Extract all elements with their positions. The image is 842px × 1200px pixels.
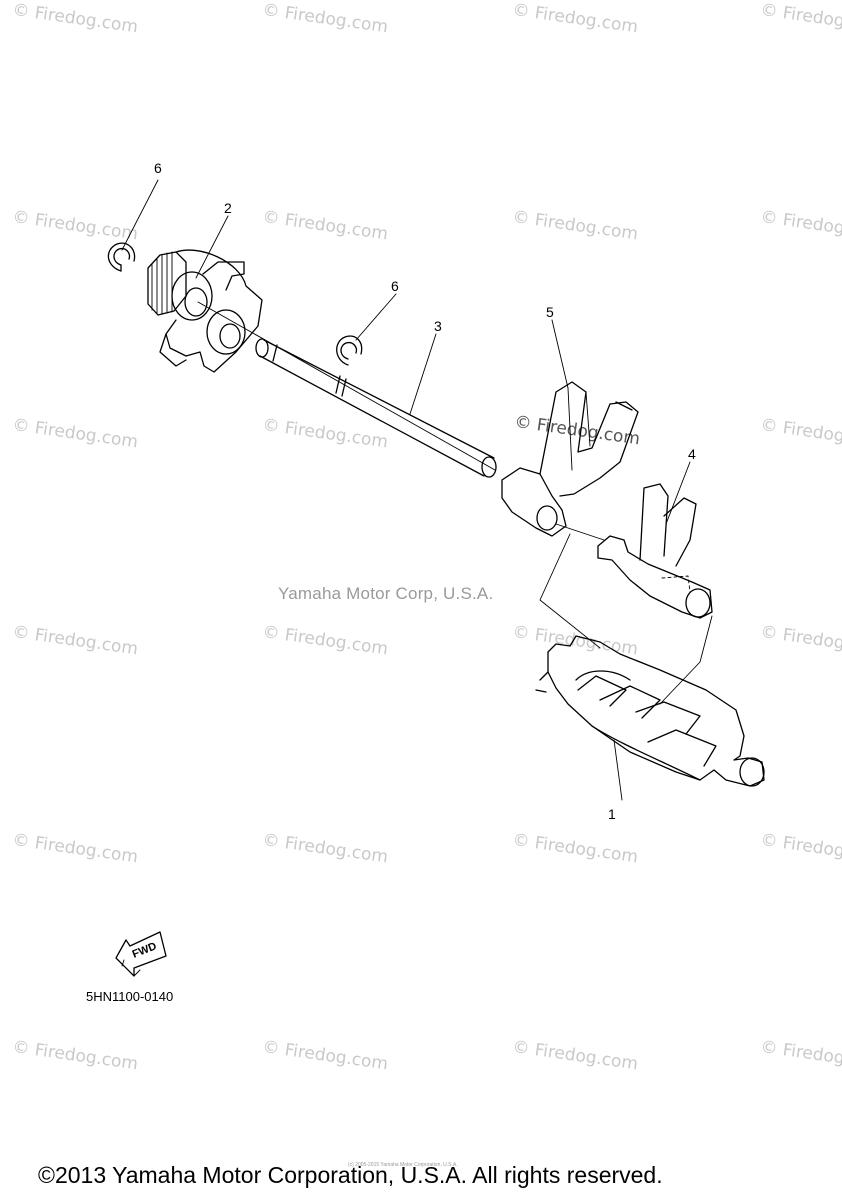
circlip-middle [336, 335, 363, 366]
copyright-footer: ©2013 Yamaha Motor Corporation, U.S.A. A… [38, 1162, 663, 1188]
callout-3: 3 [434, 318, 442, 334]
drawing-code: 5HN1100-0140 [86, 989, 174, 1004]
callout-5: 5 [546, 304, 554, 320]
fwd-arrow [115, 931, 167, 977]
tiny-notice: (c) 2005-2015 Yamaha Motor Corporation, … [348, 1162, 458, 1168]
shift-fork-4 [597, 483, 713, 619]
callout-1: 1 [608, 806, 616, 822]
shift-guide-rod [255, 338, 497, 478]
callout-2: 2 [224, 200, 232, 216]
shift-segment-assembly [147, 249, 263, 373]
circlip-left [107, 242, 136, 272]
callout-6-middle: 6 [391, 278, 399, 294]
callout-4: 4 [688, 446, 696, 462]
shift-drum [535, 635, 765, 787]
brand-watermark: Yamaha Motor Corp, U.S.A. [278, 584, 494, 603]
shift-fork-5 [501, 381, 639, 537]
leader-lines [121, 179, 691, 801]
exploded-guide-lines [197, 301, 713, 705]
callout-6-left: 6 [154, 160, 162, 176]
